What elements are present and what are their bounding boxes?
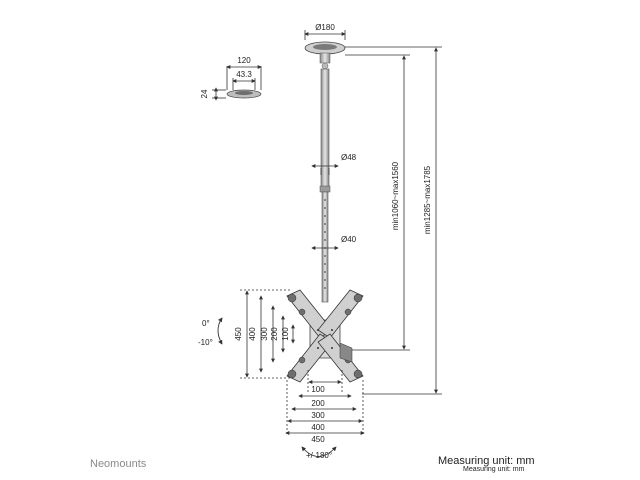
height-dims: min1060~max1560 min1285~max1785 <box>345 46 442 395</box>
vesa-h-100-label: 100 <box>311 385 325 394</box>
vesa-bracket <box>286 289 364 383</box>
tube-height-range-label: min1060~max1560 <box>391 161 400 230</box>
upper-tube-diameter-label: Ø48 <box>341 153 357 162</box>
measuring-unit: Measuring unit: mm <box>438 455 535 467</box>
vesa-v-400-label: 400 <box>248 327 257 341</box>
vesa-v-100-label: 100 <box>281 327 290 341</box>
plate-inner-label: 43.3 <box>236 70 252 79</box>
plate-height-label: 24 <box>200 89 209 98</box>
vesa-v-200-label: 200 <box>270 327 279 341</box>
total-height-range-label: min1285~max1785 <box>423 165 432 234</box>
vesa-v-300-label: 300 <box>260 327 269 341</box>
tilt-indicator: 0° -10° <box>198 317 223 347</box>
upper-tube <box>319 68 331 193</box>
side-plate-detail: 120 43.3 24 <box>200 56 262 101</box>
ceiling-diameter-label: Ø180 <box>315 23 335 32</box>
vesa-h-450-label: 450 <box>311 435 325 444</box>
lower-tube <box>321 191 329 303</box>
plate-width-label: 120 <box>237 56 251 65</box>
swivel-label: +/-180° <box>306 451 332 460</box>
lower-tube-dim: Ø40 <box>311 235 357 250</box>
ceiling-plate <box>304 41 346 70</box>
swivel-indicator: +/-180° <box>301 446 337 460</box>
tilt-up-label: 0° <box>202 319 210 328</box>
vesa-horizontal-dims: 100 200 300 400 450 <box>285 370 365 444</box>
upper-tube-dim: Ø48 <box>311 153 357 175</box>
vesa-h-400-label: 400 <box>311 423 325 432</box>
lower-tube-diameter-label: Ø40 <box>341 235 357 244</box>
vesa-v-450-label: 450 <box>234 327 243 341</box>
vesa-vertical-dims: 450 400 300 200 100 <box>234 289 295 379</box>
vesa-h-300-label: 300 <box>311 411 325 420</box>
measuring-unit-small: Measuring unit: mm <box>463 466 525 473</box>
vesa-h-200-label: 200 <box>311 399 325 408</box>
brand-name: Neomounts <box>90 458 147 470</box>
tilt-down-label: -10° <box>198 338 213 347</box>
ceiling-diameter-dim: Ø180 <box>304 23 346 40</box>
